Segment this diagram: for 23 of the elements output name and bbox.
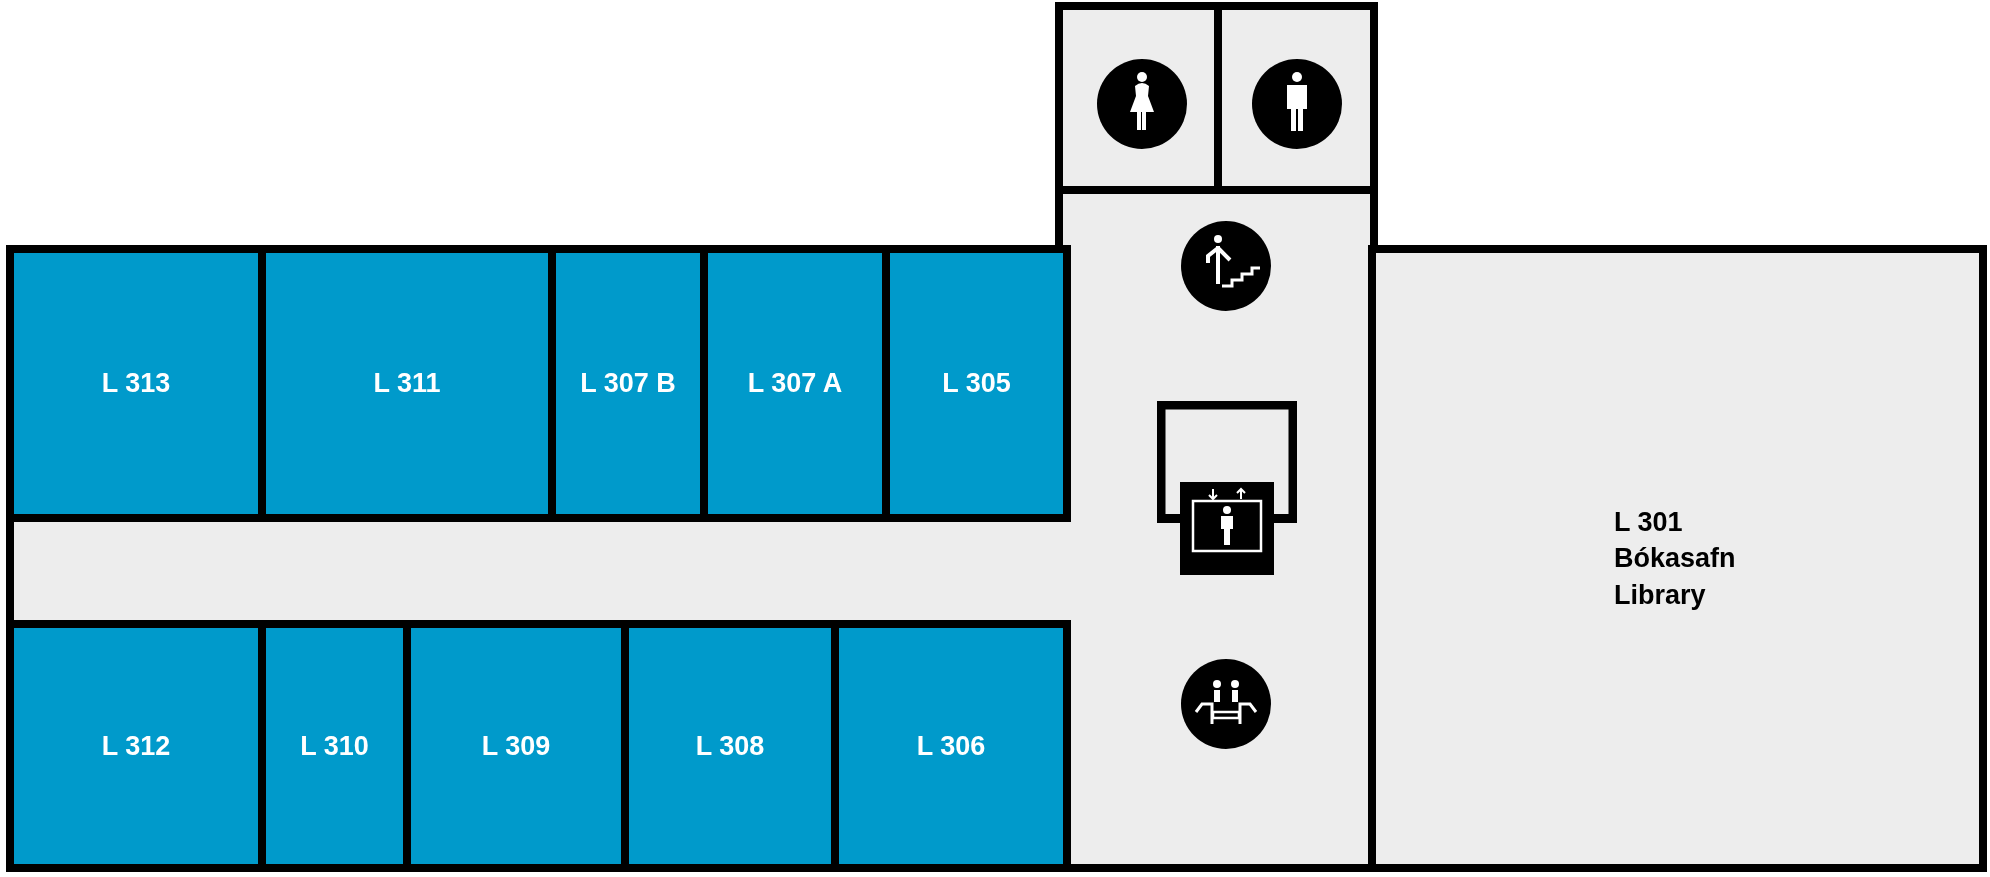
room-label: L 309 [480, 729, 552, 763]
room-box [266, 253, 548, 514]
room-label: L 312 [100, 729, 172, 763]
room-label: L 311 [372, 367, 442, 401]
room-box [14, 628, 258, 864]
room-box [14, 253, 258, 514]
room-label: L 307 A [746, 367, 844, 401]
room-label: L 308 [694, 729, 766, 763]
room-box [266, 628, 403, 864]
room-label: L 307 B [579, 367, 677, 401]
room-label: L 301 [1613, 505, 1684, 539]
room-box [629, 628, 831, 864]
room-label: L 310 [299, 729, 370, 763]
room-label: Library [1613, 578, 1707, 612]
room-box [890, 253, 1063, 514]
room-label: L 305 [941, 367, 1012, 401]
room-box [839, 628, 1063, 864]
room-box [411, 628, 621, 864]
room-label: Bókasafn [1613, 542, 1737, 576]
room-label: L 306 [915, 729, 987, 763]
room-box [708, 253, 882, 514]
room-box [556, 253, 700, 514]
room-label: L 313 [100, 367, 172, 401]
